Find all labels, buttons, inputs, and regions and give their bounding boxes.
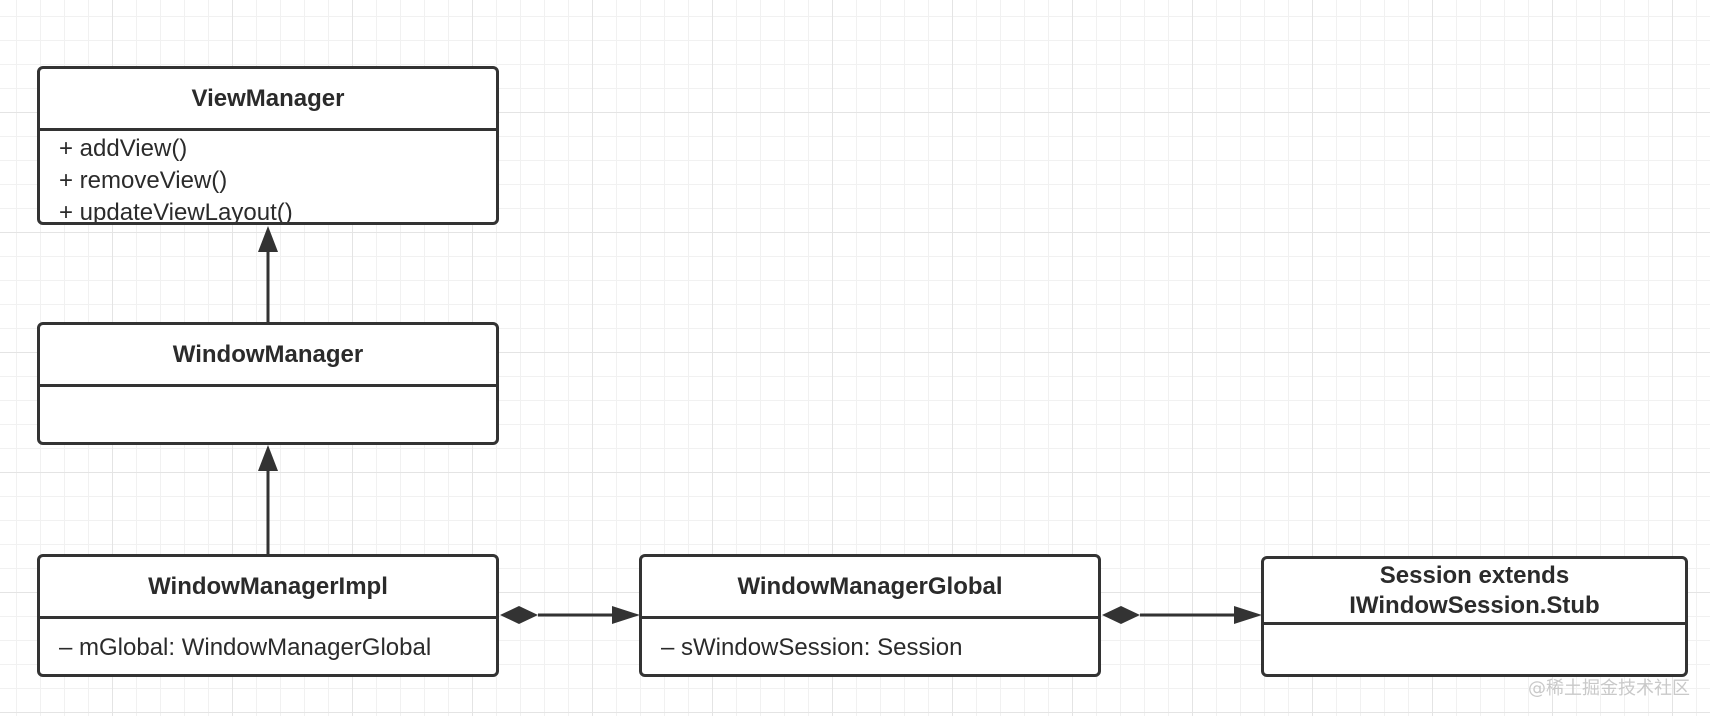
- class-name-text: WindowManagerImpl: [148, 572, 388, 600]
- class-name-line-2: IWindowSession.Stub: [1349, 591, 1600, 619]
- field-swindowsession: – sWindowSession: Session: [661, 634, 963, 661]
- class-windowmanagerimpl[interactable]: WindowManagerImpl – mGlobal: WindowManag…: [37, 554, 499, 677]
- relation-arrowhead: [258, 445, 278, 471]
- class-windowmanager[interactable]: WindowManager: [37, 322, 499, 445]
- class-name: WindowManagerGlobal: [642, 557, 1098, 619]
- method-remove-view: + removeView(): [59, 167, 228, 194]
- composition-diamond: [1102, 606, 1140, 624]
- relation-arrowhead: [612, 606, 640, 624]
- class-name: WindowManager: [40, 325, 496, 387]
- class-name-text: WindowManagerGlobal: [737, 572, 1003, 600]
- class-name-text: WindowManager: [172, 340, 364, 368]
- class-name: WindowManagerImpl: [40, 557, 496, 619]
- relation-impl-to-global: [500, 606, 640, 624]
- class-members: – sWindowSession: Session: [642, 619, 1098, 674]
- class-name: Session extends IWindowSession.Stub: [1264, 559, 1685, 625]
- method-add-view: + addView(): [59, 135, 188, 162]
- class-members-empty: [40, 387, 496, 442]
- class-viewmanager[interactable]: ViewManager + addView() + removeView() +…: [37, 66, 499, 225]
- class-name-line-1: Session extends: [1379, 561, 1570, 589]
- class-members-empty: [1264, 625, 1685, 674]
- relation-windowmanagerimpl-to-windowmanager: [258, 445, 278, 556]
- relation-global-to-session: [1102, 606, 1262, 624]
- method-update-view-layout: + updateViewLayout(): [59, 199, 293, 225]
- relation-windowmanager-to-viewmanager: [258, 226, 278, 322]
- class-members: + addView() + removeView() + updateViewL…: [40, 131, 496, 225]
- class-windowmanagerglobal[interactable]: WindowManagerGlobal – sWindowSession: Se…: [639, 554, 1101, 677]
- composition-diamond: [500, 606, 538, 624]
- watermark-text: @稀土掘金技术社区: [1528, 678, 1690, 699]
- class-members: – mGlobal: WindowManagerGlobal: [40, 619, 496, 674]
- class-name: ViewManager: [40, 69, 496, 131]
- relation-arrowhead: [1234, 606, 1262, 624]
- field-mglobal: – mGlobal: WindowManagerGlobal: [59, 634, 432, 661]
- class-session[interactable]: Session extends IWindowSession.Stub: [1261, 556, 1688, 677]
- relation-arrowhead: [258, 226, 278, 252]
- class-name-text: ViewManager: [191, 84, 345, 112]
